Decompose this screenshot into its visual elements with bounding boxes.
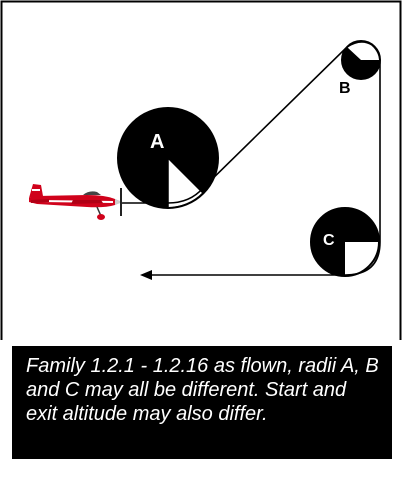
- caption-box: Family 1.2.1 - 1.2.16 as flown, radii A,…: [12, 346, 392, 459]
- radius-a-disc: [117, 107, 219, 209]
- label-a: A: [150, 131, 164, 153]
- flight-path-diagram: A B C: [0, 0, 402, 340]
- arrowhead-icon: [140, 270, 152, 280]
- caption-text: Family 1.2.1 - 1.2.16 as flown, radii A,…: [26, 355, 379, 425]
- radius-c-disc: [310, 207, 380, 277]
- label-c: C: [323, 232, 335, 249]
- label-b: B: [339, 80, 351, 97]
- flight-path-line: [120, 41, 381, 276]
- aircraft-icon: [29, 184, 123, 220]
- outer-border: [0, 0, 402, 340]
